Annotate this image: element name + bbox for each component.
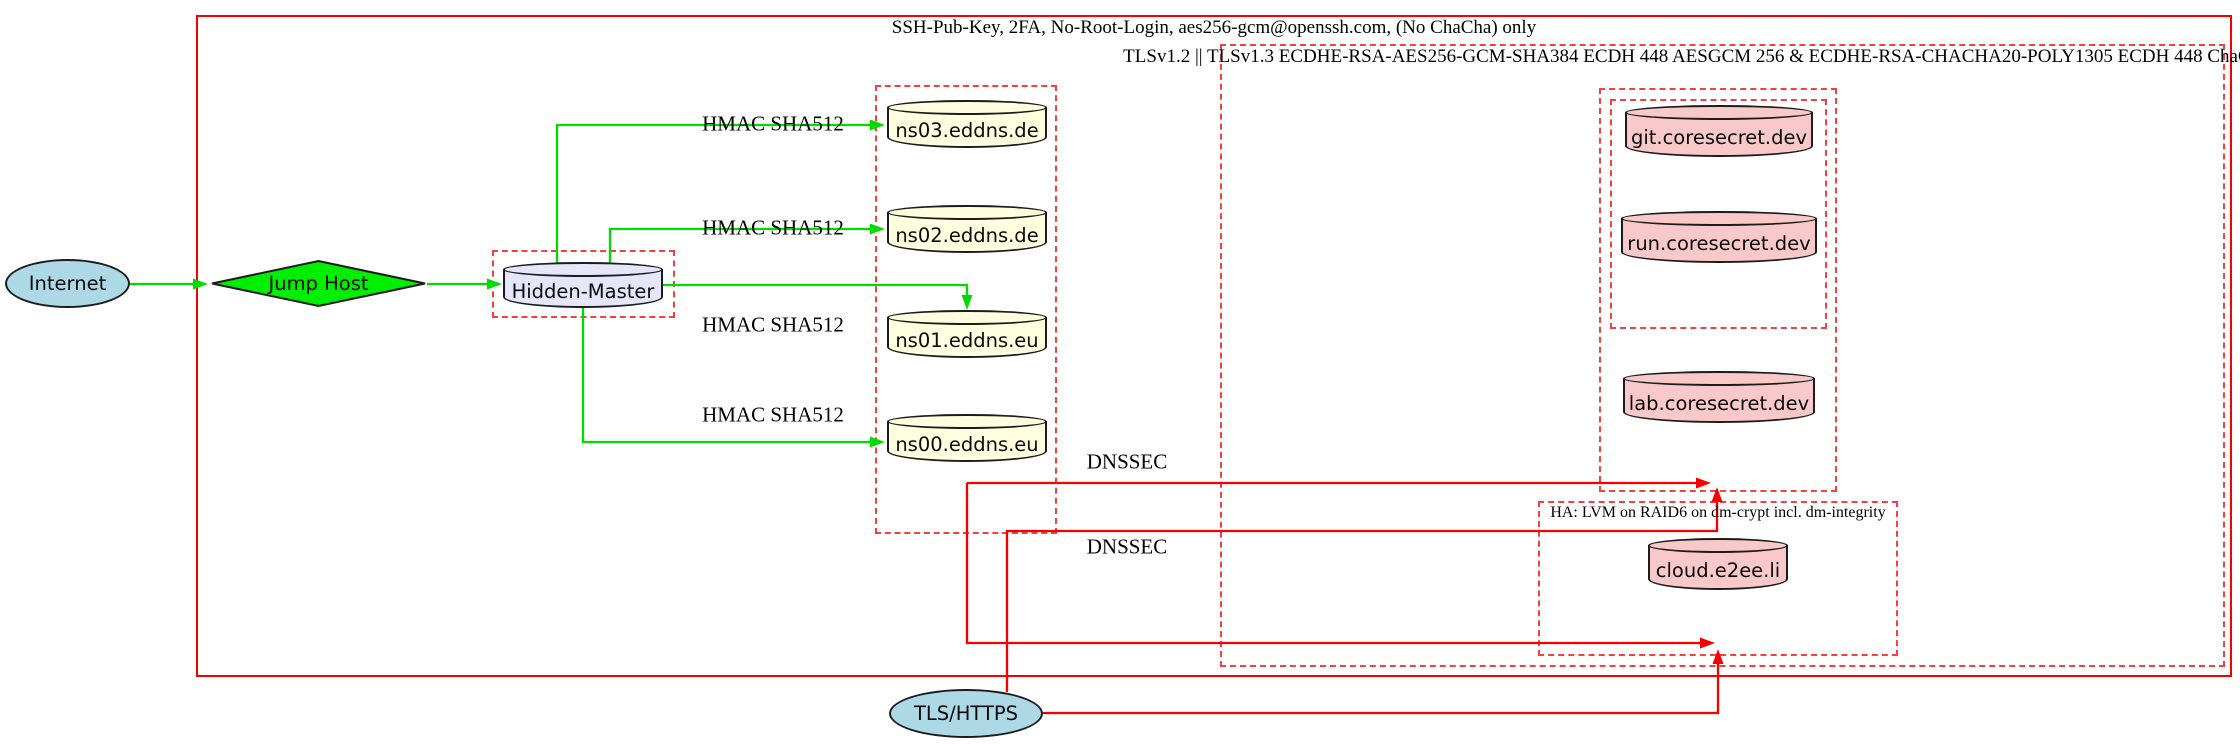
node-ns01: ns01.eddns.eu: [887, 310, 1047, 358]
cylinder-top: [887, 100, 1047, 115]
node-jump-host-label: Jump Host: [268, 272, 369, 295]
cylinder-top: [887, 310, 1047, 325]
node-hidden-master: Hidden-Master: [503, 262, 663, 308]
node-hidden-master-label: Hidden-Master: [511, 279, 655, 303]
cluster-tls-box: [1220, 44, 2225, 667]
edge-label-hmac-ns01: HMAC SHA512: [702, 312, 844, 337]
node-ns02-label: ns02.eddns.de: [895, 223, 1039, 247]
cylinder-top: [503, 262, 663, 277]
node-ns03-label: ns03.eddns.de: [895, 118, 1039, 142]
node-lab-label: lab.coresecret.dev: [1628, 391, 1810, 415]
cylinder-top: [1623, 371, 1815, 386]
edge-label-dnssec-2: DNSSEC: [1086, 534, 1168, 559]
cluster-ssh-label: SSH-Pub-Key, 2FA, No-Root-Login, aes256-…: [891, 17, 1537, 38]
node-ns01-label: ns01.eddns.eu: [895, 328, 1039, 352]
cluster-tls-label: TLSv1.2 || TLSv1.3 ECDHE-RSA-AES256-GCM-…: [1123, 46, 2240, 67]
edge-label-hmac-ns00: HMAC SHA512: [702, 402, 844, 427]
node-internet: Internet: [5, 259, 130, 308]
cluster-ha-label: HA: LVM on RAID6 on dm-crypt incl. dm-in…: [1550, 504, 1886, 521]
node-tls-https: TLS/HTTPS: [889, 689, 1043, 738]
cylinder-top: [1621, 211, 1817, 226]
node-lab: lab.coresecret.dev: [1623, 371, 1815, 423]
edge-label-hmac-ns02: HMAC SHA512: [702, 215, 844, 240]
cylinder-top: [887, 205, 1047, 220]
edge-label-dnssec-1: DNSSEC: [1086, 449, 1168, 474]
edge-label-hmac-ns03: HMAC SHA512: [702, 111, 844, 136]
cylinder-top: [887, 414, 1047, 429]
node-tls-https-label: TLS/HTTPS: [913, 702, 1018, 725]
node-cloud-label: cloud.e2ee.li: [1655, 558, 1781, 582]
node-git: git.coresecret.dev: [1625, 105, 1813, 157]
node-jump-host: Jump Host: [210, 259, 427, 308]
node-git-label: git.coresecret.dev: [1630, 125, 1808, 149]
cylinder-top: [1625, 105, 1813, 120]
node-run-label: run.coresecret.dev: [1627, 231, 1811, 255]
node-internet-label: Internet: [28, 272, 107, 295]
node-ns00: ns00.eddns.eu: [887, 414, 1047, 462]
diamond-shape: [211, 259, 426, 308]
node-run: run.coresecret.dev: [1621, 211, 1817, 263]
node-cloud: cloud.e2ee.li: [1648, 538, 1788, 590]
cluster-coresecret-inner-box: [1610, 99, 1827, 329]
node-ns00-label: ns00.eddns.eu: [895, 432, 1039, 456]
node-ns03: ns03.eddns.de: [887, 100, 1047, 148]
node-ns02: ns02.eddns.de: [887, 205, 1047, 253]
